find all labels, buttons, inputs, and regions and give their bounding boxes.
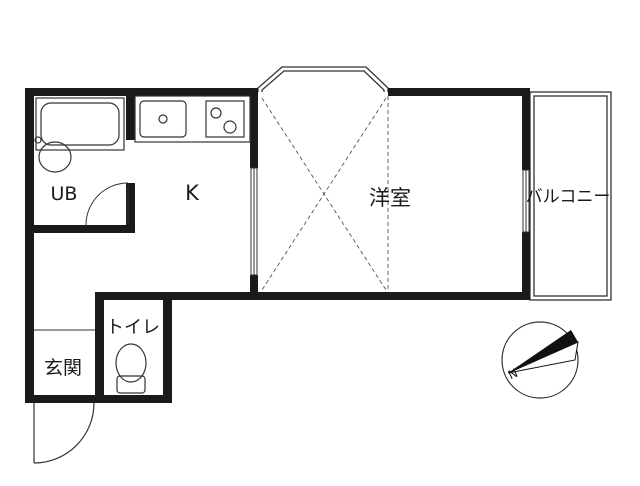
walls [25, 88, 530, 403]
bath-door [85, 182, 129, 226]
entrance-door [33, 402, 95, 464]
washbasin [34, 136, 72, 173]
western-room-diagonals [261, 96, 389, 292]
bath-label: UB [51, 183, 78, 205]
kitchen-label: K [185, 181, 200, 205]
balcony-window [522, 169, 530, 233]
balcony-label: バルコニー [526, 187, 611, 207]
western-room-label: 洋室 [369, 186, 411, 210]
kitchen-room-partition [250, 167, 258, 276]
compass-icon [501, 321, 579, 399]
kitchen-counter [134, 95, 251, 143]
entrance-label: 玄関 [44, 357, 82, 379]
balcony-outline [529, 91, 612, 301]
toilet-label: トイレ [106, 317, 160, 338]
toilet-fixture [115, 343, 147, 394]
bay-window [257, 66, 389, 92]
bathtub [35, 97, 125, 151]
